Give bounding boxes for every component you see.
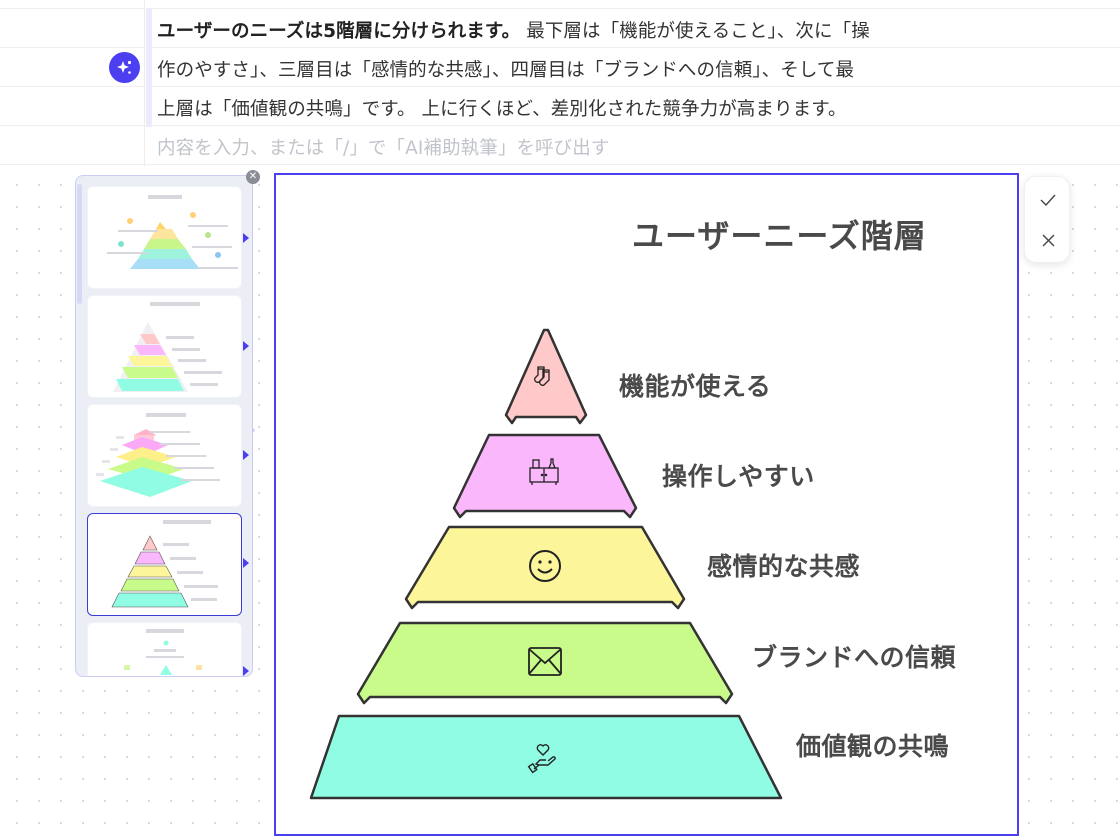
- pyramid-layer-1[interactable]: [504, 328, 588, 425]
- layer-label-3: 感情的な共感: [707, 552, 861, 581]
- template-scrollbar[interactable]: [77, 184, 82, 304]
- template-thumbnail: [107, 195, 238, 269]
- template-card-pyramid-stairs[interactable]: [87, 295, 242, 398]
- selection-indicator: [146, 9, 152, 127]
- template-card-pyramid-trapezoid[interactable]: [87, 513, 242, 616]
- template-apply-arrow[interactable]: [243, 450, 249, 460]
- template-panel: [75, 175, 253, 677]
- template-apply-arrow[interactable]: [243, 666, 249, 676]
- template-apply-arrow[interactable]: [243, 558, 249, 568]
- line-text: 最下層は「機能が使えること」、次に「操: [520, 21, 870, 42]
- editor-line-3[interactable]: 上層は「価値観の共鳴」です。 上に行くほど、差別化された競争力が高まります。: [0, 87, 1120, 126]
- confirm-toolbar: [1024, 176, 1070, 263]
- editor-input-line[interactable]: 内容を入力、または「/」で「AI補助執筆」を呼び出す: [0, 126, 1120, 165]
- close-icon: [1042, 234, 1054, 246]
- layer-label-1: 機能が使える: [619, 372, 772, 401]
- accept-button[interactable]: [1025, 180, 1071, 220]
- editor-row-spacer: [0, 0, 1120, 9]
- hand-heart-icon: [527, 744, 556, 774]
- template-thumbnail: [111, 520, 218, 608]
- sparkle-icon: [116, 60, 131, 74]
- reject-button[interactable]: [1025, 220, 1071, 260]
- template-thumbnail: [113, 302, 222, 392]
- template-apply-arrow[interactable]: [243, 341, 249, 351]
- smiley-icon: [529, 550, 561, 582]
- margin-line: [144, 0, 145, 166]
- check-icon: [1040, 194, 1056, 206]
- pyramid-layer-5[interactable]: [309, 714, 783, 800]
- ai-assist-button[interactable]: [109, 52, 140, 83]
- layer-label-2: 操作しやすい: [662, 462, 815, 491]
- template-card-pyramid-3d[interactable]: [87, 404, 242, 507]
- paragraph-line: ユーザーのニーズは5階層に分けられます。 最下層は「機能が使えること」、次に「操: [157, 17, 870, 43]
- panel-expand-chevron-icon[interactable]: ›: [251, 423, 256, 437]
- envelope-icon: [528, 647, 562, 676]
- diagram-title: ユーザーニーズ階層: [632, 217, 927, 255]
- pyramid-layer-3[interactable]: [404, 525, 686, 610]
- template-card-pyramid-circle[interactable]: [87, 622, 242, 676]
- pyramid-layer-2[interactable]: [452, 433, 638, 519]
- editor-line-1[interactable]: ユーザーのニーズは5階層に分けられます。 最下層は「機能が使えること」、次に「操: [0, 9, 1120, 48]
- template-thumbnail: [124, 629, 202, 675]
- template-card-pyramid-icons[interactable]: [87, 186, 242, 289]
- editor-line-2[interactable]: 作のやすさ」、三層目は「感情的な共感」、四層目は「ブランドへの信頼」、そして最: [0, 48, 1120, 87]
- socks-icon: [534, 366, 550, 386]
- pyramid-diagram[interactable]: ユーザーニーズ階層: [274, 173, 1019, 836]
- line-text: 作のやすさ」、三層目は「感情的な共感」、四層目は「ブランドへの信頼」、そして最: [157, 60, 855, 81]
- template-apply-arrow[interactable]: [243, 233, 249, 243]
- text-editor: ユーザーのニーズは5階層に分けられます。 最下層は「機能が使えること」、次に「操…: [0, 0, 1120, 166]
- input-placeholder: 内容を入力、または「/」で「AI補助執筆」を呼び出す: [157, 138, 610, 159]
- template-thumbnail: [96, 413, 220, 497]
- pyramid-shapes: [309, 328, 783, 800]
- bold-lead: ユーザーのニーズは5階層に分けられます。: [157, 21, 521, 42]
- layer-label-5: 価値観の共鳴: [796, 732, 950, 761]
- layer-label-4: ブランドへの信頼: [752, 643, 957, 672]
- template-panel-close-button[interactable]: ✕: [246, 170, 260, 184]
- cabinet-icon: [529, 458, 559, 485]
- line-text: 上層は「価値観の共鳴」です。 上に行くほど、差別化された競争力が高まります。: [157, 99, 847, 120]
